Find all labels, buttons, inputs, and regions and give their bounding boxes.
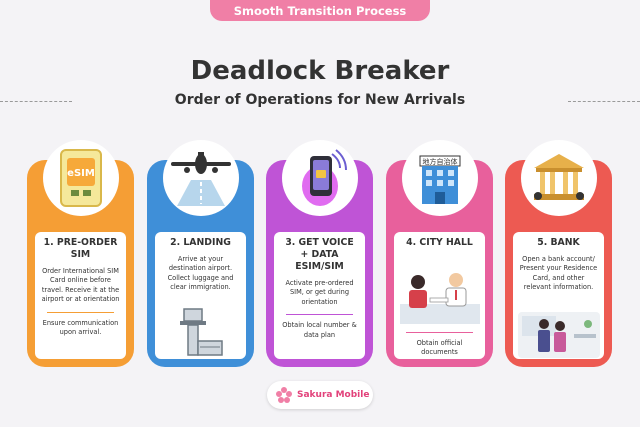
step-panel-3: 3. GET VOICE + DATA ESIM/SIM Activate pr… <box>274 232 365 359</box>
step-heading: 2. LANDING <box>170 237 231 248</box>
esim-card-icon: eSIM <box>43 140 119 216</box>
city-hall-icon: 地方自治体 <box>402 140 478 216</box>
step-heading: 3. GET VOICE + DATA ESIM/SIM <box>285 237 354 272</box>
step-panel-2: 2. LANDING Arrive at your destination ai… <box>155 232 246 359</box>
page-subtitle: Order of Operations for New Arrivals <box>174 92 466 108</box>
step-note: Obtain local number & data plan <box>282 321 357 339</box>
bank-icon <box>521 140 597 216</box>
bank-counter-icon <box>518 312 600 358</box>
page-title: Deadlock Breaker <box>190 56 450 86</box>
step-heading: 1. PRE-ORDER SIM <box>43 237 118 260</box>
banner-pill: Smooth Transition Process <box>210 0 430 21</box>
step-description: Activate pre-ordered SIM, or get during … <box>285 279 354 306</box>
step-description: Open a bank account/ Present your Reside… <box>519 255 598 292</box>
step-heading: 5. BANK <box>537 237 580 248</box>
step-card-1: 1. PRE-ORDER SIM Order International SIM… <box>27 160 134 367</box>
divider <box>406 332 473 333</box>
right-dash <box>568 101 640 102</box>
control-tower-icon <box>180 308 223 356</box>
step-heading: 4. CITY HALL <box>406 237 473 248</box>
sakura-mobile-logo: Sakura Mobile <box>267 381 373 409</box>
step-card-4: 4. CITY HALL Obtain official documents <box>386 160 493 367</box>
smartphone-icon <box>282 140 358 216</box>
step-description: Order International SIM Card online befo… <box>41 267 120 304</box>
step-panel-1: 1. PRE-ORDER SIM Order International SIM… <box>35 232 126 359</box>
step-description: Arrive at your destination airport. Coll… <box>167 255 234 292</box>
svg-text:eSIM: eSIM <box>67 168 95 179</box>
logo-text: Sakura Mobile <box>297 390 370 400</box>
step-note: Obtain official documents <box>416 339 463 357</box>
divider <box>47 311 114 313</box>
sakura-blossom-icon <box>276 387 292 403</box>
divider <box>286 314 353 316</box>
left-dash <box>0 101 72 102</box>
airplane-icon <box>163 140 239 216</box>
svg-text:地方自治体: 地方自治体 <box>423 157 458 166</box>
counter-clerks-icon <box>400 273 480 324</box>
step-note: Ensure communication upon arrival. <box>42 318 119 337</box>
